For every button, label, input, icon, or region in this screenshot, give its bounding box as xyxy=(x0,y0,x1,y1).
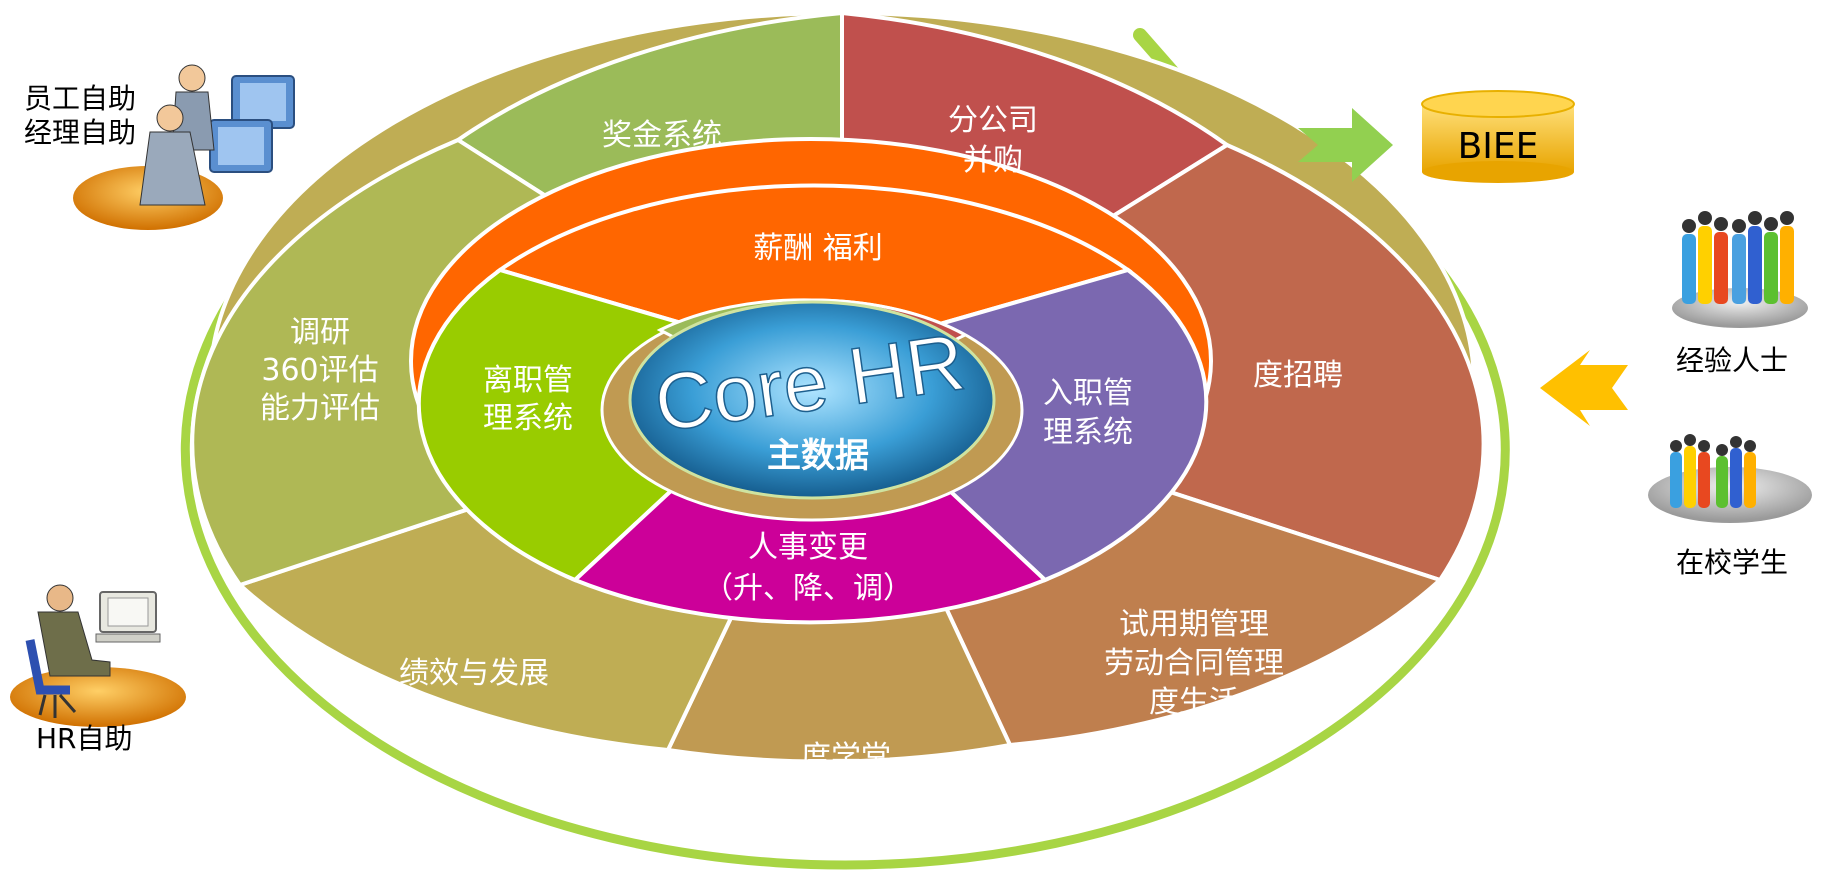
label-survey-3: 能力评估 xyxy=(260,391,380,426)
label-survey-1: 调研 xyxy=(290,315,350,350)
headset-operators-icon xyxy=(73,64,295,230)
label-change-2: （升、降、调） xyxy=(703,571,913,606)
arrow-left-icon xyxy=(1540,350,1628,426)
label-employee-self-service: 员工自助 xyxy=(24,82,136,115)
people-group-icon xyxy=(1648,434,1812,523)
label-probation-1: 试用期管理 xyxy=(1119,607,1269,642)
database-icon xyxy=(1421,90,1575,183)
label-experienced: 经验人士 xyxy=(1676,344,1788,377)
label-onboard-2: 理系统 xyxy=(1043,415,1133,450)
label-exit-1: 离职管 xyxy=(483,363,573,398)
label-academy: 度学堂 xyxy=(801,740,891,775)
label-students: 在校学生 xyxy=(1676,546,1788,579)
label-merger-2: 并购 xyxy=(963,143,1023,178)
label-change-1: 人事变更 xyxy=(748,530,868,565)
label-merger-1: 分公司 xyxy=(948,103,1038,138)
core-hr-center: Core HR 主数据 xyxy=(628,300,996,500)
label-salary: 薪酬 福利 xyxy=(753,231,883,266)
label-bonus: 奖金系统 xyxy=(602,118,722,153)
core-hr-subtitle: 主数据 xyxy=(767,436,869,476)
label-manager-self-service: 经理自助 xyxy=(24,116,136,149)
biee-label: BIEE xyxy=(1458,126,1539,167)
label-onboard-1: 入职管 xyxy=(1043,376,1133,411)
label-survey-2: 360评估 xyxy=(261,353,378,388)
people-group-icon xyxy=(1672,211,1808,328)
label-recruit: 度招聘 xyxy=(1253,358,1343,393)
label-probation-3: 度生活 xyxy=(1149,685,1239,720)
label-performance: 绩效与发展 xyxy=(399,656,549,691)
label-exit-2: 理系统 xyxy=(483,401,573,436)
label-probation-2: 劳动合同管理 xyxy=(1104,646,1284,681)
arrow-right-icon xyxy=(1298,108,1393,182)
segment-salary xyxy=(495,183,1133,364)
label-hr-self-service: HR自助 xyxy=(36,722,133,755)
computer-user-icon xyxy=(10,584,186,727)
